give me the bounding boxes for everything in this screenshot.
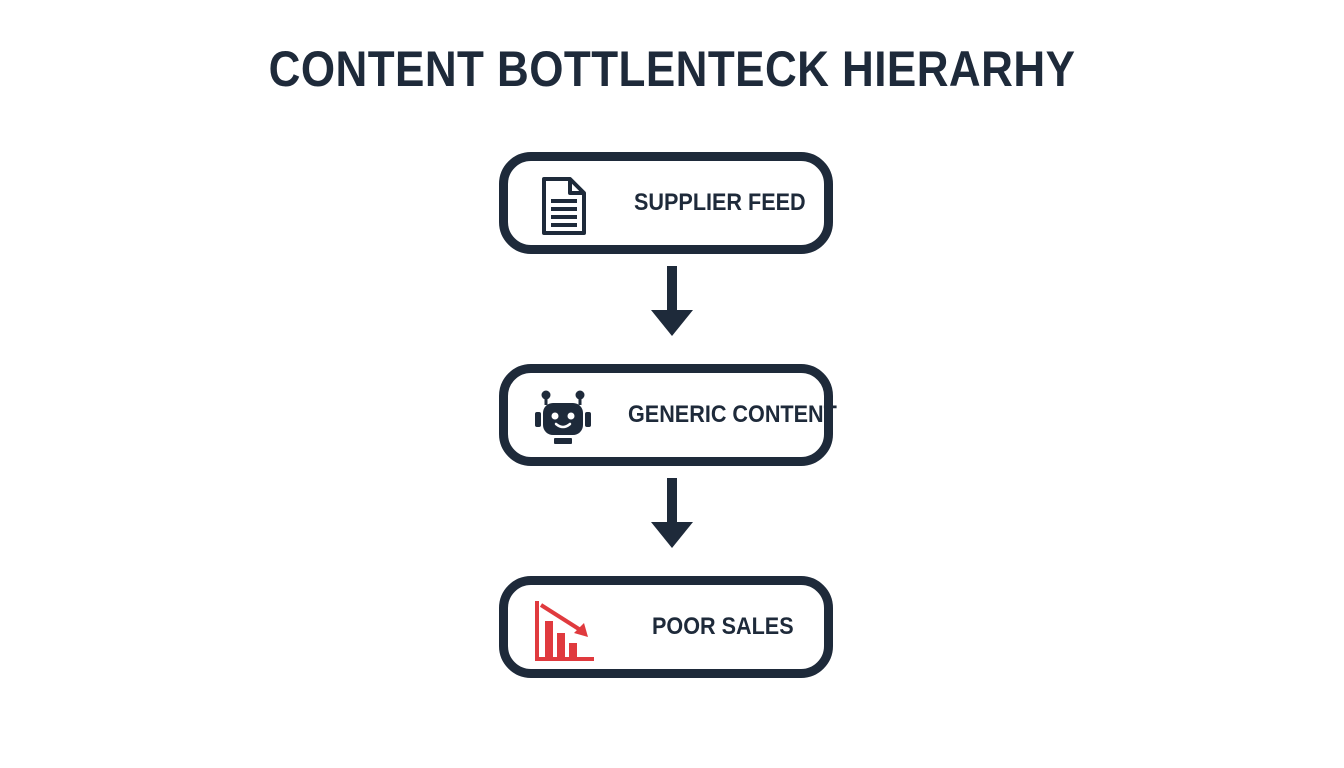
robot-icon <box>532 387 594 449</box>
down-arrow-icon <box>651 266 693 336</box>
node-label: POOR SALES <box>652 613 794 640</box>
document-icon <box>532 175 594 237</box>
node-supplier-feed: SUPPLIER FEED <box>499 152 833 254</box>
node-poor-sales: POOR SALES <box>499 576 833 678</box>
declining-chart-icon <box>532 599 594 661</box>
node-label: GENERIC CONTENT <box>628 401 837 428</box>
down-arrow-icon <box>651 478 693 548</box>
node-generic-content: GENERIC CONTENT <box>499 364 837 466</box>
diagram-title: CONTENT BOTTLENTECK HIERARHY <box>268 41 1076 97</box>
node-label: SUPPLIER FEED <box>634 189 806 216</box>
